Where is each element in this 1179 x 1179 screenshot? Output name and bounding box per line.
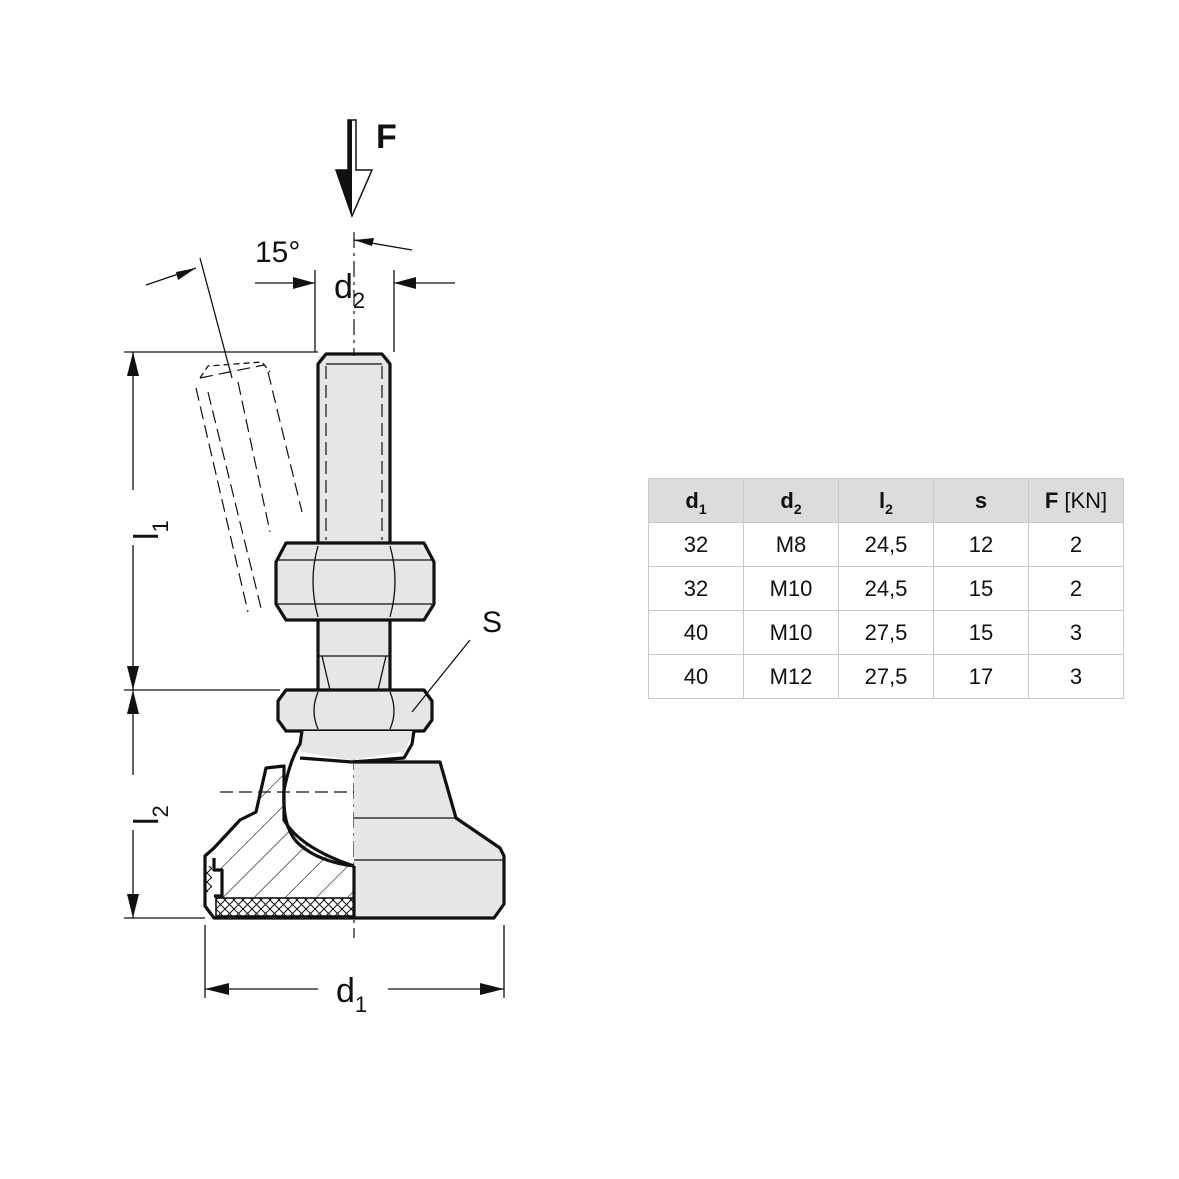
cell-s: 17 — [933, 654, 1029, 699]
svg-text:d1: d1 — [336, 972, 367, 1017]
l2-dimension: l2 — [124, 690, 205, 919]
d1-dimension: d1 — [204, 925, 505, 1017]
table-row: 40 M12 27,5 17 3 — [648, 654, 1124, 699]
cell-d1: 32 — [648, 522, 744, 567]
cell-d1: 40 — [648, 654, 744, 699]
cell-d2: M10 — [743, 566, 839, 611]
cell-s: 15 — [933, 566, 1029, 611]
upper-hex-nut — [274, 541, 436, 622]
force-arrow: F — [334, 118, 397, 219]
cell-s: 12 — [933, 522, 1029, 567]
l1-label-sub: 1 — [148, 520, 173, 532]
cell-d2: M12 — [743, 654, 839, 699]
table-row: 32 M8 24,5 12 2 — [648, 522, 1124, 567]
l1-dimension: l1 — [124, 351, 318, 691]
header-d2: d2 — [743, 478, 839, 523]
force-label: F — [376, 118, 397, 156]
tilted-stud-phantom — [195, 361, 303, 613]
s-label: S — [482, 606, 502, 639]
l1-label-base: l — [128, 532, 166, 540]
table-row: 32 M10 24,5 15 2 — [648, 566, 1124, 611]
d2-label-base: d — [334, 268, 353, 306]
svg-text:l1: l1 — [128, 520, 173, 540]
d2-label-sub: 2 — [353, 288, 365, 313]
cell-l2: 24,5 — [838, 566, 934, 611]
header-s: s — [933, 478, 1029, 523]
svg-text:d2: d2 — [334, 268, 365, 313]
cell-l2: 27,5 — [838, 610, 934, 655]
cell-f: 3 — [1028, 610, 1124, 655]
l2-label-sub: 2 — [148, 805, 173, 817]
cell-l2: 27,5 — [838, 654, 934, 699]
s-callout: S — [411, 606, 502, 713]
cell-d1: 40 — [648, 610, 744, 655]
cell-d2: M8 — [743, 522, 839, 567]
cell-d1: 32 — [648, 566, 744, 611]
cell-s: 15 — [933, 610, 1029, 655]
d1-label-base: d — [336, 972, 355, 1010]
cell-l2: 24,5 — [838, 522, 934, 567]
angle-label: 15° — [255, 236, 300, 269]
dimensions-table: d1 d2 l2 s F [KN] 32 M8 24,5 12 2 32 M10… — [648, 478, 1124, 699]
l2-label-base: l — [128, 817, 166, 825]
cell-d2: M10 — [743, 610, 839, 655]
d1-label-sub: 1 — [355, 992, 367, 1017]
cell-f: 2 — [1028, 566, 1124, 611]
d2-dimension: d2 — [255, 268, 455, 352]
header-d1: d1 — [648, 478, 744, 523]
cell-f: 3 — [1028, 654, 1124, 699]
base-housing — [203, 760, 506, 920]
svg-text:l2: l2 — [128, 805, 173, 825]
cell-f: 2 — [1028, 522, 1124, 567]
header-l2: l2 — [838, 478, 934, 523]
angle-dimension: 15° — [145, 236, 413, 379]
table-header-row: d1 d2 l2 s F [KN] — [648, 478, 1124, 523]
lower-hex-nut — [276, 688, 434, 733]
table-row: 40 M10 27,5 15 3 — [648, 610, 1124, 655]
header-f: F [KN] — [1028, 478, 1124, 523]
threaded-stud — [316, 352, 392, 691]
